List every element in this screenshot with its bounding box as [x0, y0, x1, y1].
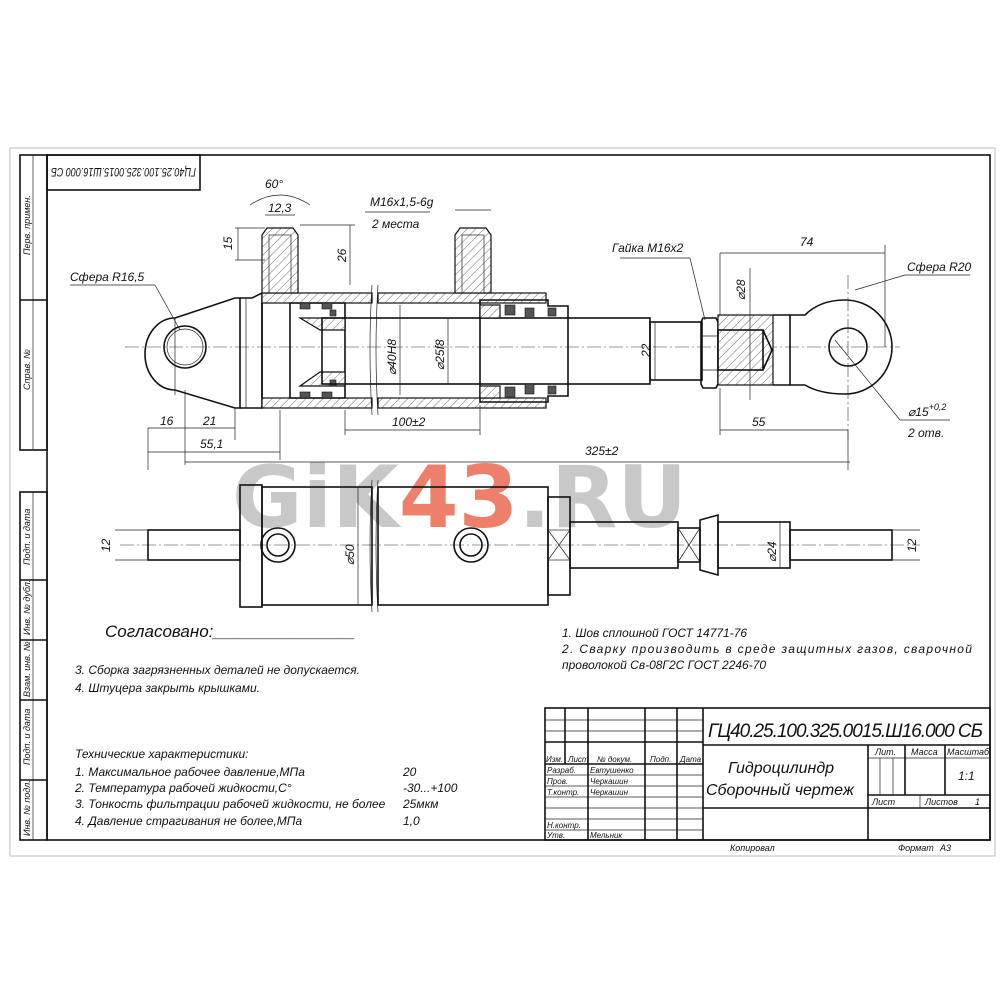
port-nozzle — [454, 227, 492, 294]
sheet-edge — [9, 147, 996, 857]
role-name: Черкашин — [590, 788, 629, 797]
sheets-label: Листов — [924, 797, 958, 807]
strip-label: Инв. № подл. — [22, 780, 32, 836]
dim-nozzle-height: 26 — [335, 248, 349, 263]
strip-label: Подп. и дата — [22, 709, 32, 765]
dim-rod-flat: 22 — [639, 343, 653, 358]
mass-label: Масса — [911, 747, 938, 757]
format-label: Формат — [898, 843, 934, 853]
header-cell: № докум. — [597, 755, 632, 764]
sheets-count: 1 — [975, 797, 980, 807]
dim-bottom-left-12: 12 — [99, 538, 113, 552]
spec-value: 1,0 — [403, 814, 420, 828]
note: 3. Сборка загрязненных деталей не допуск… — [75, 663, 360, 677]
note: 4. Штуцера закрыть крышками. — [75, 681, 260, 695]
spec-label: 4. Давление страгивания не более,МПа — [75, 814, 302, 828]
port-nozzle — [261, 227, 299, 294]
strip-label: Взам. инв. № — [22, 641, 32, 697]
dim-thread: М16х1,5-6g — [370, 195, 434, 209]
side-strip: Перв. примен. Справ. № Подп. и дата Инв.… — [19, 154, 48, 841]
role-label: Т.контр. — [547, 788, 579, 797]
watermark: GiK43.RU — [232, 448, 687, 548]
format-value: А3 — [939, 843, 951, 853]
header-cell: Изм. — [546, 755, 563, 764]
strip-label: Справ. № — [22, 349, 32, 390]
dim-16: 16 — [160, 414, 174, 428]
dim-eye-length: 74 — [800, 235, 814, 249]
technical-specs: Технические характеристики: 1. Максималь… — [74, 747, 458, 828]
dim-21: 21 — [202, 414, 216, 428]
spec-value: -30...+100 — [403, 781, 458, 795]
role-label: Утв. — [546, 831, 565, 840]
header-cell: Лист — [567, 755, 589, 764]
dim-nozzle-width: 12,3 — [268, 201, 292, 215]
strip-label: Подп. и дата — [22, 509, 32, 565]
dim-55: 55 — [752, 415, 766, 429]
role-label: Разраб. — [547, 766, 576, 775]
drawing-type: Сборочный чертеж — [706, 782, 855, 799]
strip-label: Перв. примен. — [22, 195, 32, 255]
dim-sphere-right: Сфера R20 — [907, 260, 972, 274]
role-name: Черкашин — [590, 777, 629, 786]
spec-label: 1. Максимальное рабочее давление,МПа — [75, 765, 305, 779]
dim-rod: ⌀25f8 — [433, 339, 447, 370]
dim-55-1: 55,1 — [200, 437, 223, 451]
scale-value: 1:1 — [958, 769, 975, 783]
role-name: Мельник — [590, 831, 623, 840]
note: проволокой Св-08Г2С ГОСТ 2246-70 — [562, 658, 766, 672]
dim-angle: 60° — [265, 177, 283, 191]
specs-title: Технические характеристики: — [75, 747, 249, 761]
drawing-name: Гидроцилиндр — [728, 760, 834, 777]
dim-hole: ⌀15+0,2 — [908, 402, 946, 419]
dim-total: 325±2 — [585, 444, 619, 458]
right-eye — [789, 299, 893, 395]
dimensions: 60° 12,3 15 26 М16х1,5-6g 2 места Сфера … — [70, 177, 972, 470]
left-eye — [144, 297, 241, 409]
note: 1. Шов сплошной ГОСТ 14771-76 — [562, 626, 747, 640]
rotated-stamp: ГЦ40.25.100.325.0015.Ш16.000 СБ — [46, 154, 201, 191]
sheet-label: Лист — [871, 797, 896, 807]
spec-value: 25мкм — [402, 797, 438, 811]
spec-label: 3. Тонкость фильтрации рабочей жидкости,… — [75, 797, 386, 811]
stamp-text: ГЦ40.25.100.325.0015.Ш16.000 СБ — [51, 165, 196, 179]
lock-nut — [700, 317, 719, 389]
dim-thread-count: 2 места — [371, 217, 420, 231]
dim-rod-end-dia: ⌀24 — [765, 541, 779, 562]
note: 2. Сварку производить в среде защитных г… — [561, 642, 972, 656]
section-view — [125, 227, 900, 440]
dim-bore: ⌀40H8 — [385, 339, 399, 375]
dim-body-dia: ⌀50 — [343, 544, 357, 565]
spec-label: 2. Температура рабочей жидкости,С° — [74, 781, 292, 795]
dim-stroke: 100±2 — [392, 415, 426, 429]
exterior-view: 12 ⌀50 ⌀24 12 — [99, 479, 920, 613]
dim-nut: Гайка М16х2 — [612, 241, 683, 255]
role-name: Евтушенко — [590, 766, 634, 775]
drawing-designation: ГЦ40.25.100.325.0015.Ш16.000 СБ — [708, 721, 983, 742]
strip-label: Инв. № дубл. — [22, 580, 32, 635]
dim-nozzle-depth: 15 — [221, 236, 235, 250]
scale-label: Масштаб — [947, 747, 990, 757]
agreed-label: Согласовано:_______________ — [105, 622, 355, 641]
dim-eye-dia: ⌀28 — [734, 279, 748, 300]
dim-sphere-left: Сфера R16,5 — [70, 270, 145, 284]
role-label: Пров. — [547, 777, 568, 786]
role-label: Н.контр. — [547, 821, 581, 830]
title-block: ГЦ40.25.100.325.0015.Ш16.000 СБ Гидроцил… — [544, 707, 991, 853]
lit-label: Лит. — [874, 747, 896, 757]
header-cell: Дата — [679, 755, 702, 764]
dim-hole-count: 2 отв. — [907, 426, 944, 440]
copied-label: Копировал — [730, 843, 775, 853]
spec-value: 20 — [402, 765, 417, 779]
dim-bottom-right-12: 12 — [905, 538, 919, 552]
header-cell: Подп. — [650, 755, 671, 764]
